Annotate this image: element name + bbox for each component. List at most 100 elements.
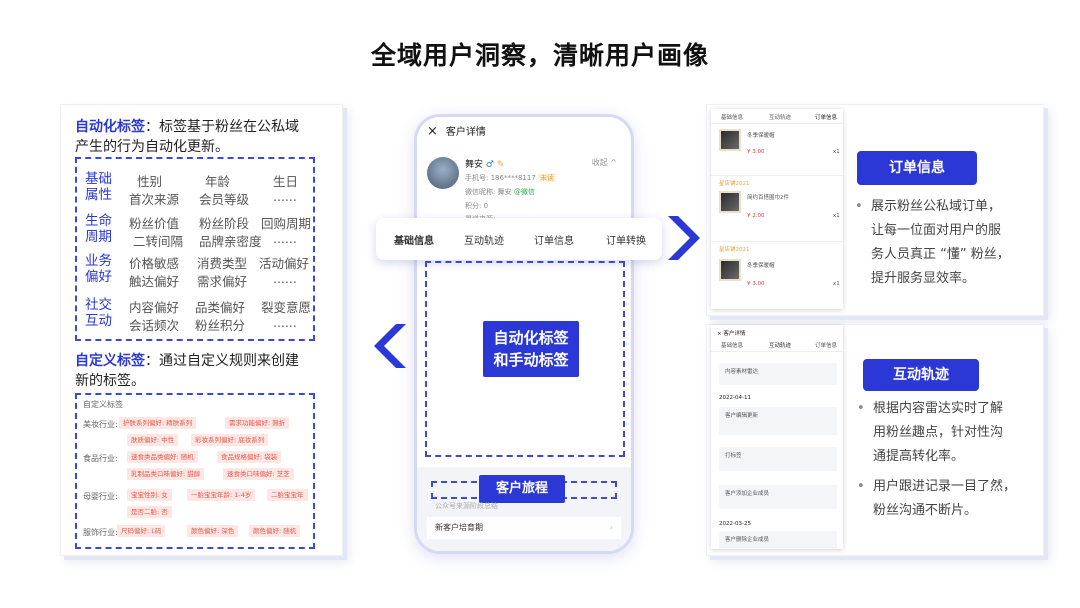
product-image — [719, 129, 741, 151]
mini-tab: 订单信息 — [815, 343, 838, 349]
industry-label: 母婴行业: — [83, 492, 118, 501]
custom-tag-chip[interactable]: 颜色偏好: 深色 — [187, 525, 239, 537]
event-card — [719, 447, 837, 471]
tag-item: 品牌亲密度 — [199, 234, 262, 249]
tag-item: 性别 — [137, 174, 163, 189]
tag-item: 年龄 — [205, 174, 231, 189]
industry-label: 美妆行业: — [83, 420, 118, 429]
tab-basic-info[interactable]: 基础信息 — [394, 236, 434, 247]
tab-order-conversion[interactable]: 订单转换 — [606, 236, 646, 247]
tag-item: 粉丝阶段 — [199, 216, 250, 231]
collapse-toggle[interactable]: 收起 ^ — [591, 158, 617, 167]
product-image — [719, 259, 741, 281]
custom-tag-chip[interactable]: 是否二胎: 否 — [127, 506, 172, 518]
tag-category: 业务偏好 — [85, 253, 112, 285]
stage-caption: 公众号来源阶段总结 — [435, 502, 498, 510]
custom-tag-chip[interactable]: 肤质偏好: 中性 — [127, 434, 179, 446]
tab-interaction[interactable]: 互动轨迹 — [464, 236, 504, 247]
product-name: 冬季保暖帽 — [747, 263, 775, 269]
custom-tag-chip[interactable]: 护肤系列偏好: 精肤系列 — [119, 417, 197, 429]
custom-tag-chip[interactable]: 速食类品类偏好: 随机 — [127, 451, 198, 463]
order-info-card: 基础信息 互动轨迹 订单信息 冬季保暖帽 ¥ 3.00 x1 星店铺2021 简… — [706, 104, 1044, 316]
interaction-button[interactable]: 互动轨迹 — [863, 359, 979, 391]
tag-item: 回购周期 — [261, 216, 312, 231]
status-badge: 未读 — [538, 174, 556, 182]
custom-tag-chip[interactable]: 宝宝性别: 女 — [127, 489, 172, 501]
custom-tag-chip[interactable]: 一胎宝宝年龄: 1-4岁 — [187, 489, 256, 501]
chevron-right-icon — [668, 216, 700, 260]
event-title: 客户删除企业成员 — [725, 537, 770, 543]
interaction-card: × 客户详情 基础信息 互动轨迹 订单信息 内容素材雷达 2022-04-11 … — [706, 324, 1044, 556]
product-name: 冬季保暖帽 — [747, 133, 775, 139]
tag-item: 粉丝价值 — [129, 216, 180, 231]
male-icon: ♂ — [485, 160, 494, 170]
tag-item: 首次来源 — [129, 192, 180, 207]
custom-tag-chip[interactable]: 彩妆系列偏好: 底妆系列 — [191, 434, 269, 446]
mini-tab: 基础信息 — [721, 115, 744, 121]
tag-panel: 自动化标签：标签基于粉丝在公私域 产生的行为自动化更新。 基础属性 性别 年龄 … — [60, 104, 343, 556]
custom-tag-header: 自定义标签 — [83, 400, 123, 409]
custom-tag-box: 自定义标签 美妆行业: 护肤系列偏好: 精肤系列 需求功能偏好: 翘折 肤质偏好… — [75, 393, 315, 549]
custom-tag-chip[interactable]: 颜色偏好: 随机 — [249, 525, 301, 537]
tag-item: 活动偏好 — [259, 256, 310, 271]
tag-category: 基础属性 — [85, 171, 112, 203]
industry-label: 食品行业: — [83, 454, 118, 463]
auto-manual-tag-badge: 自动化标签和手动标签 — [483, 321, 579, 377]
custom-tag-chip[interactable]: 食品规格偏好: 袋装 — [217, 451, 282, 463]
interaction-bullets: 根据内容雷达实时了解 用粉丝趣点，针对性沟 通提高转化率。 用户跟进记录一目了然… — [857, 397, 1041, 525]
stage-item[interactable]: 新客户培育期› — [427, 517, 621, 539]
custom-tag-chip[interactable]: 二胎宝宝年 — [267, 489, 308, 501]
tag-item: 需求偏好 — [197, 274, 248, 289]
points: 积分: 0 — [465, 202, 489, 210]
order-info-bullets: 展示粉丝公私域订单， 让每一位面对用户的服 务人员真正 “懂” 粉丝， 提升服务… — [855, 195, 1039, 293]
auto-tag-desc-1: ：标签基于粉丝在公私域 — [145, 119, 299, 135]
phone-header: ×客户详情 — [427, 123, 486, 139]
custom-tag-chip[interactable]: 尺码偏好: L码 — [117, 525, 166, 537]
product-price: ¥ 2.00 — [747, 213, 765, 219]
tag-item: 二转间隔 — [133, 234, 184, 249]
detail-tab-bar: 基础信息 互动轨迹 订单信息 订单转换 — [376, 218, 662, 260]
customer-name: 舞安 ♂ ✎ — [465, 160, 505, 170]
auto-tag-title: 自动化标签 — [75, 119, 145, 135]
tag-category: 生命周期 — [85, 213, 112, 245]
mini-header: × 客户详情 — [717, 331, 746, 337]
order-info-button[interactable]: 订单信息 — [857, 151, 977, 185]
mini-tab: 互动轨迹 — [769, 115, 792, 121]
product-qty: x1 — [833, 281, 840, 287]
event-card — [719, 407, 837, 435]
event-title: 打标签 — [725, 453, 742, 459]
bullet-text: 展示粉丝公私域订单， 让每一位面对用户的服 务人员真正 “懂” 粉丝， 提升服务… — [855, 195, 1039, 291]
shop-name: 星店铺2021 — [719, 181, 750, 187]
event-date: 2022-03-25 — [719, 521, 751, 527]
shop-name: 星店铺2021 — [719, 247, 750, 253]
custom-tag-chip[interactable]: 速食类口味偏好: 芝芝 — [223, 468, 294, 480]
tag-item: 品类偏好 — [195, 300, 246, 315]
event-title: 客户编辑更新 — [725, 413, 759, 419]
edit-icon[interactable]: ✎ — [496, 160, 505, 170]
customer-journey-badge[interactable]: 客户旅程 — [479, 475, 565, 503]
auto-tag-heading: 自动化标签：标签基于粉丝在公私域 产生的行为自动化更新。 — [75, 117, 299, 157]
product-price: ¥ 3.00 — [747, 281, 765, 287]
wechat-nickname: 微信昵称: 舞安 @微信 — [465, 188, 535, 196]
event-card — [719, 485, 837, 509]
custom-tag-chip[interactable]: 需求功能偏好: 翘折 — [225, 417, 290, 429]
custom-tag-title: 自定义标签 — [75, 353, 145, 369]
close-icon[interactable]: × — [427, 124, 438, 139]
tag-item: ...... — [273, 271, 297, 286]
tag-category: 社交互动 — [85, 297, 112, 329]
tag-area — [425, 261, 625, 457]
product-image — [719, 191, 741, 213]
mini-tab-active: 互动轨迹 — [769, 343, 792, 349]
tag-item: 内容偏好 — [129, 300, 180, 315]
product-qty: x1 — [833, 213, 840, 219]
tag-item: 裂变意愿 — [261, 300, 312, 315]
tab-order-info[interactable]: 订单信息 — [534, 236, 574, 247]
tag-item: 会话频次 — [129, 318, 180, 333]
custom-tag-chip[interactable]: 乳制品类口味偏好: 甜醇 — [127, 468, 205, 480]
industry-label: 服饰行业: — [83, 528, 118, 537]
auto-tag-desc-2: 产生的行为自动化更新。 — [75, 139, 229, 155]
tag-item: 价格敏感 — [129, 256, 180, 271]
order-mini-screen: 基础信息 互动轨迹 订单信息 冬季保暖帽 ¥ 3.00 x1 星店铺2021 简… — [711, 109, 843, 309]
tag-item: 粉丝积分 — [195, 318, 246, 333]
wechat-badge: @微信 — [513, 188, 535, 196]
